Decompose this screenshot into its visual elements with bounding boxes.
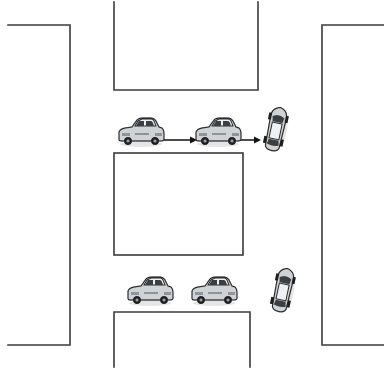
top-center-block [114, 2, 258, 90]
left-block [8, 25, 70, 345]
car-icon [268, 266, 298, 314]
car-icon [128, 277, 173, 306]
car-icon [192, 277, 237, 306]
right-block [322, 25, 384, 345]
bottom-center-block [114, 312, 250, 367]
car-icon [261, 105, 291, 153]
middle-center-block [114, 153, 243, 255]
arrow-car2-to-car3 [239, 137, 261, 144]
car-icon [196, 118, 241, 147]
car-icon [119, 118, 164, 147]
arrow-car1-to-car2 [164, 137, 197, 144]
